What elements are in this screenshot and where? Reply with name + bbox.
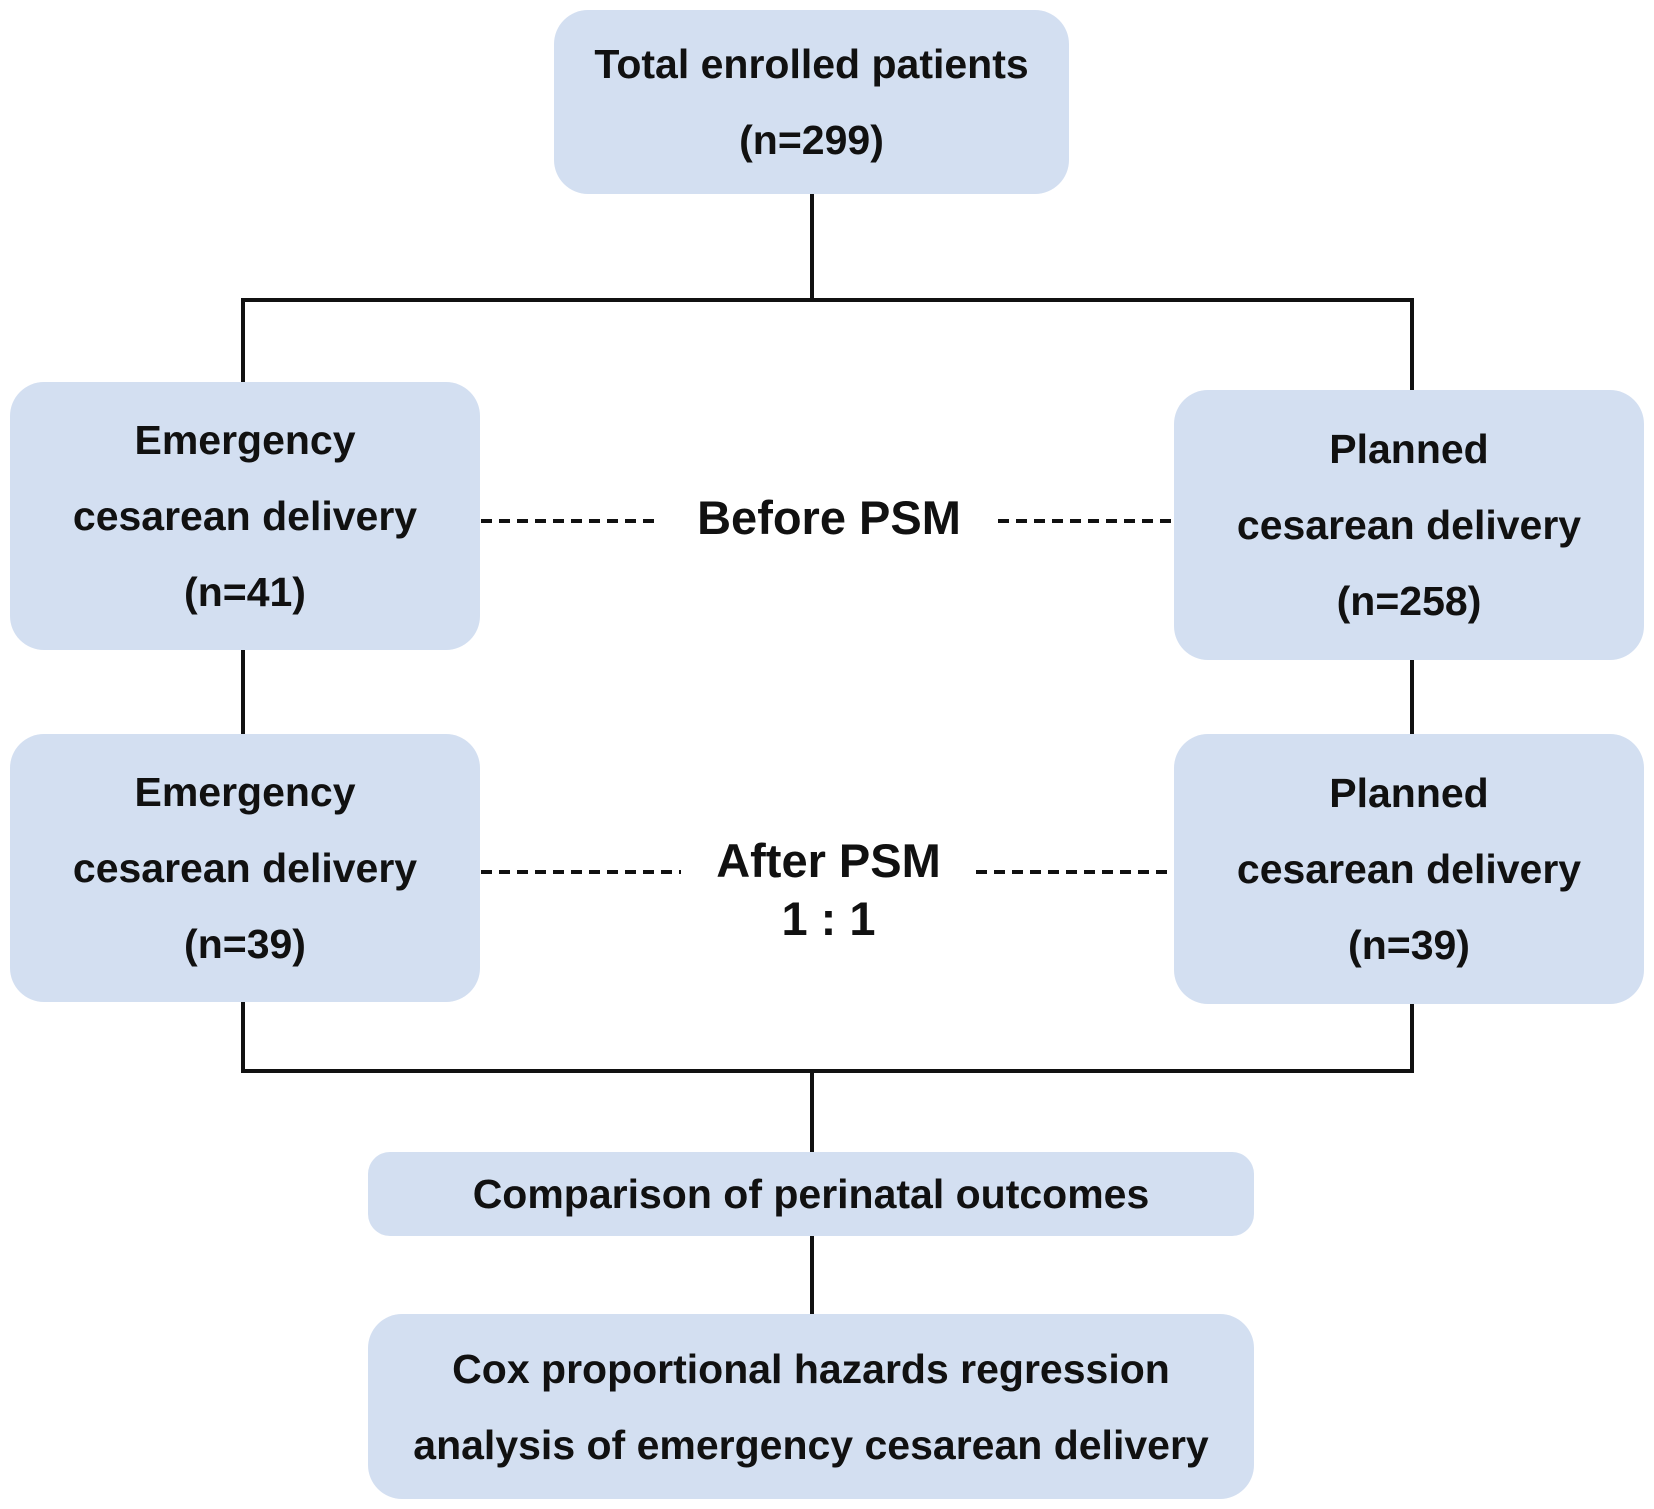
planned-after-sublabel: cesarean delivery [1236, 846, 1582, 892]
box-cox-regression: Cox proportional hazards regression anal… [368, 1314, 1254, 1499]
after-psm-ratio: 1 : 1 [781, 892, 876, 945]
cox-regression-line2: analysis of emergency cesarean delivery [413, 1421, 1209, 1468]
planned-before-label: Planned [1329, 426, 1489, 472]
planned-before-count: (n=258) [1336, 578, 1482, 624]
box-total-enrolled: Total enrolled patients (n=299) [554, 10, 1069, 194]
cox-regression-line1: Cox proportional hazards regression [452, 1345, 1170, 1392]
planned-after-label: Planned [1329, 770, 1489, 816]
planned-before-sublabel: cesarean delivery [1236, 502, 1582, 548]
box-planned-before: Planned cesarean delivery (n=258) [1174, 390, 1644, 660]
box-planned-after: Planned cesarean delivery (n=39) [1174, 734, 1644, 1004]
emergency-before-count: (n=41) [184, 569, 306, 615]
comparison-outcomes-label: Comparison of perinatal outcomes [472, 1170, 1150, 1217]
after-psm-text: After PSM [716, 834, 941, 887]
connector-top-branch [241, 298, 1414, 390]
emergency-after-label: Emergency [134, 769, 356, 815]
total-enrolled-count: (n=299) [739, 117, 884, 163]
box-emergency-after: Emergency cesarean delivery (n=39) [10, 734, 480, 1002]
before-psm-text: Before PSM [697, 491, 961, 544]
box-emergency-before: Emergency cesarean delivery (n=41) [10, 382, 480, 650]
emergency-after-sublabel: cesarean delivery [72, 845, 418, 891]
emergency-after-count: (n=39) [184, 921, 306, 967]
label-before-psm: Before PSM [665, 489, 993, 547]
emergency-before-sublabel: cesarean delivery [72, 493, 418, 539]
total-enrolled-label: Total enrolled patients [594, 41, 1029, 87]
emergency-before-label: Emergency [134, 417, 356, 463]
planned-after-count: (n=39) [1348, 922, 1470, 968]
label-after-psm: After PSM 1 : 1 [686, 832, 971, 948]
connector-bottom-merge [241, 1002, 1414, 1073]
box-comparison-outcomes: Comparison of perinatal outcomes [368, 1152, 1254, 1236]
